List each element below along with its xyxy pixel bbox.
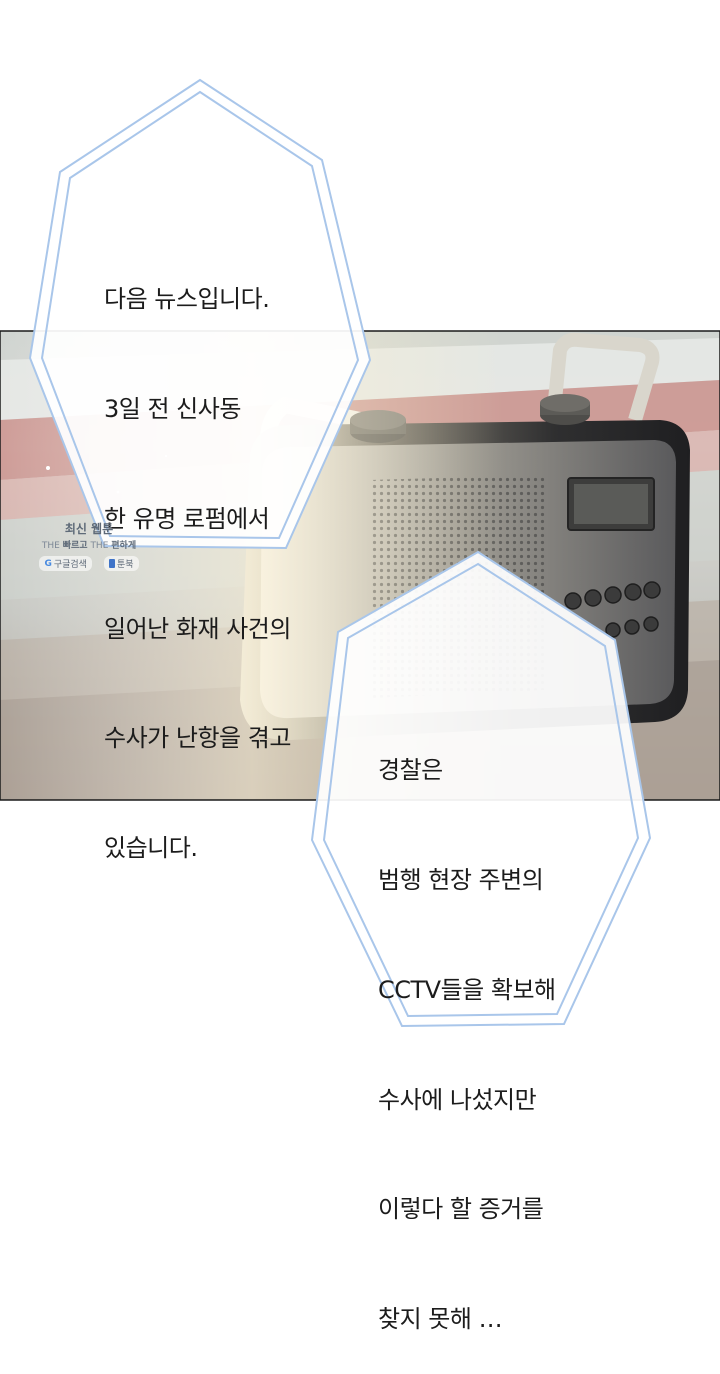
google-search-label: 구글검색	[53, 560, 87, 570]
dialogue-line: 일어난 화재 사건의	[104, 614, 291, 643]
dialogue-line: 한 유명 로펌에서	[104, 504, 270, 533]
site-watermark: 최신 웹툰 THE 빠르고 THE 편하게 G 구글검색 툰북	[14, 520, 164, 571]
watermark-tagline: THE 빠르고 THE 편하게	[14, 538, 164, 551]
dialogue-line: 다음 뉴스입니다.	[104, 285, 270, 314]
dialogue-line: 경찰은	[378, 756, 443, 785]
toonbook-icon	[108, 559, 115, 568]
speech-bubble-1	[28, 78, 372, 550]
dialogue-line: 3일 전 신사동	[104, 394, 241, 423]
dialogue-line: 있습니다.	[104, 834, 198, 863]
dialogue-line: CCTV들을 확보해	[378, 975, 556, 1004]
tagline-word: 편하게	[111, 541, 137, 551]
speech-bubble-2-text: 경찰은 범행 현장 주변의 CCTV들을 확보해 수사에 나섰지만 이렇다 할 …	[378, 679, 556, 1374]
dialogue-line: 이렇다 할 증거를	[378, 1195, 544, 1224]
google-search-badge: G 구글검색	[39, 556, 92, 571]
watermark-links: G 구글검색 툰북	[14, 556, 164, 571]
comic-page	[0, 78, 720, 1028]
speech-bubble-2	[310, 550, 652, 1028]
toonbook-badge: 툰북	[103, 556, 139, 571]
tagline-word: THE	[41, 541, 60, 551]
watermark-title: 최신 웹툰	[64, 522, 114, 536]
dialogue-line: 범행 현장 주변의	[378, 865, 544, 894]
dialogue-line: 수사가 난항을 겪고	[104, 724, 291, 753]
speech-bubble-1-text: 다음 뉴스입니다. 3일 전 신사동 한 유명 로펌에서 일어난 화재 사건의 …	[104, 208, 291, 903]
tagline-word: THE	[90, 541, 109, 551]
dialogue-line: 찾지 못해 …	[378, 1305, 503, 1334]
dialogue-line: 수사에 나섰지만	[378, 1085, 537, 1114]
google-icon: G	[44, 558, 52, 569]
tagline-word: 빠르고	[62, 541, 88, 551]
toonbook-label: 툰북	[116, 560, 134, 570]
